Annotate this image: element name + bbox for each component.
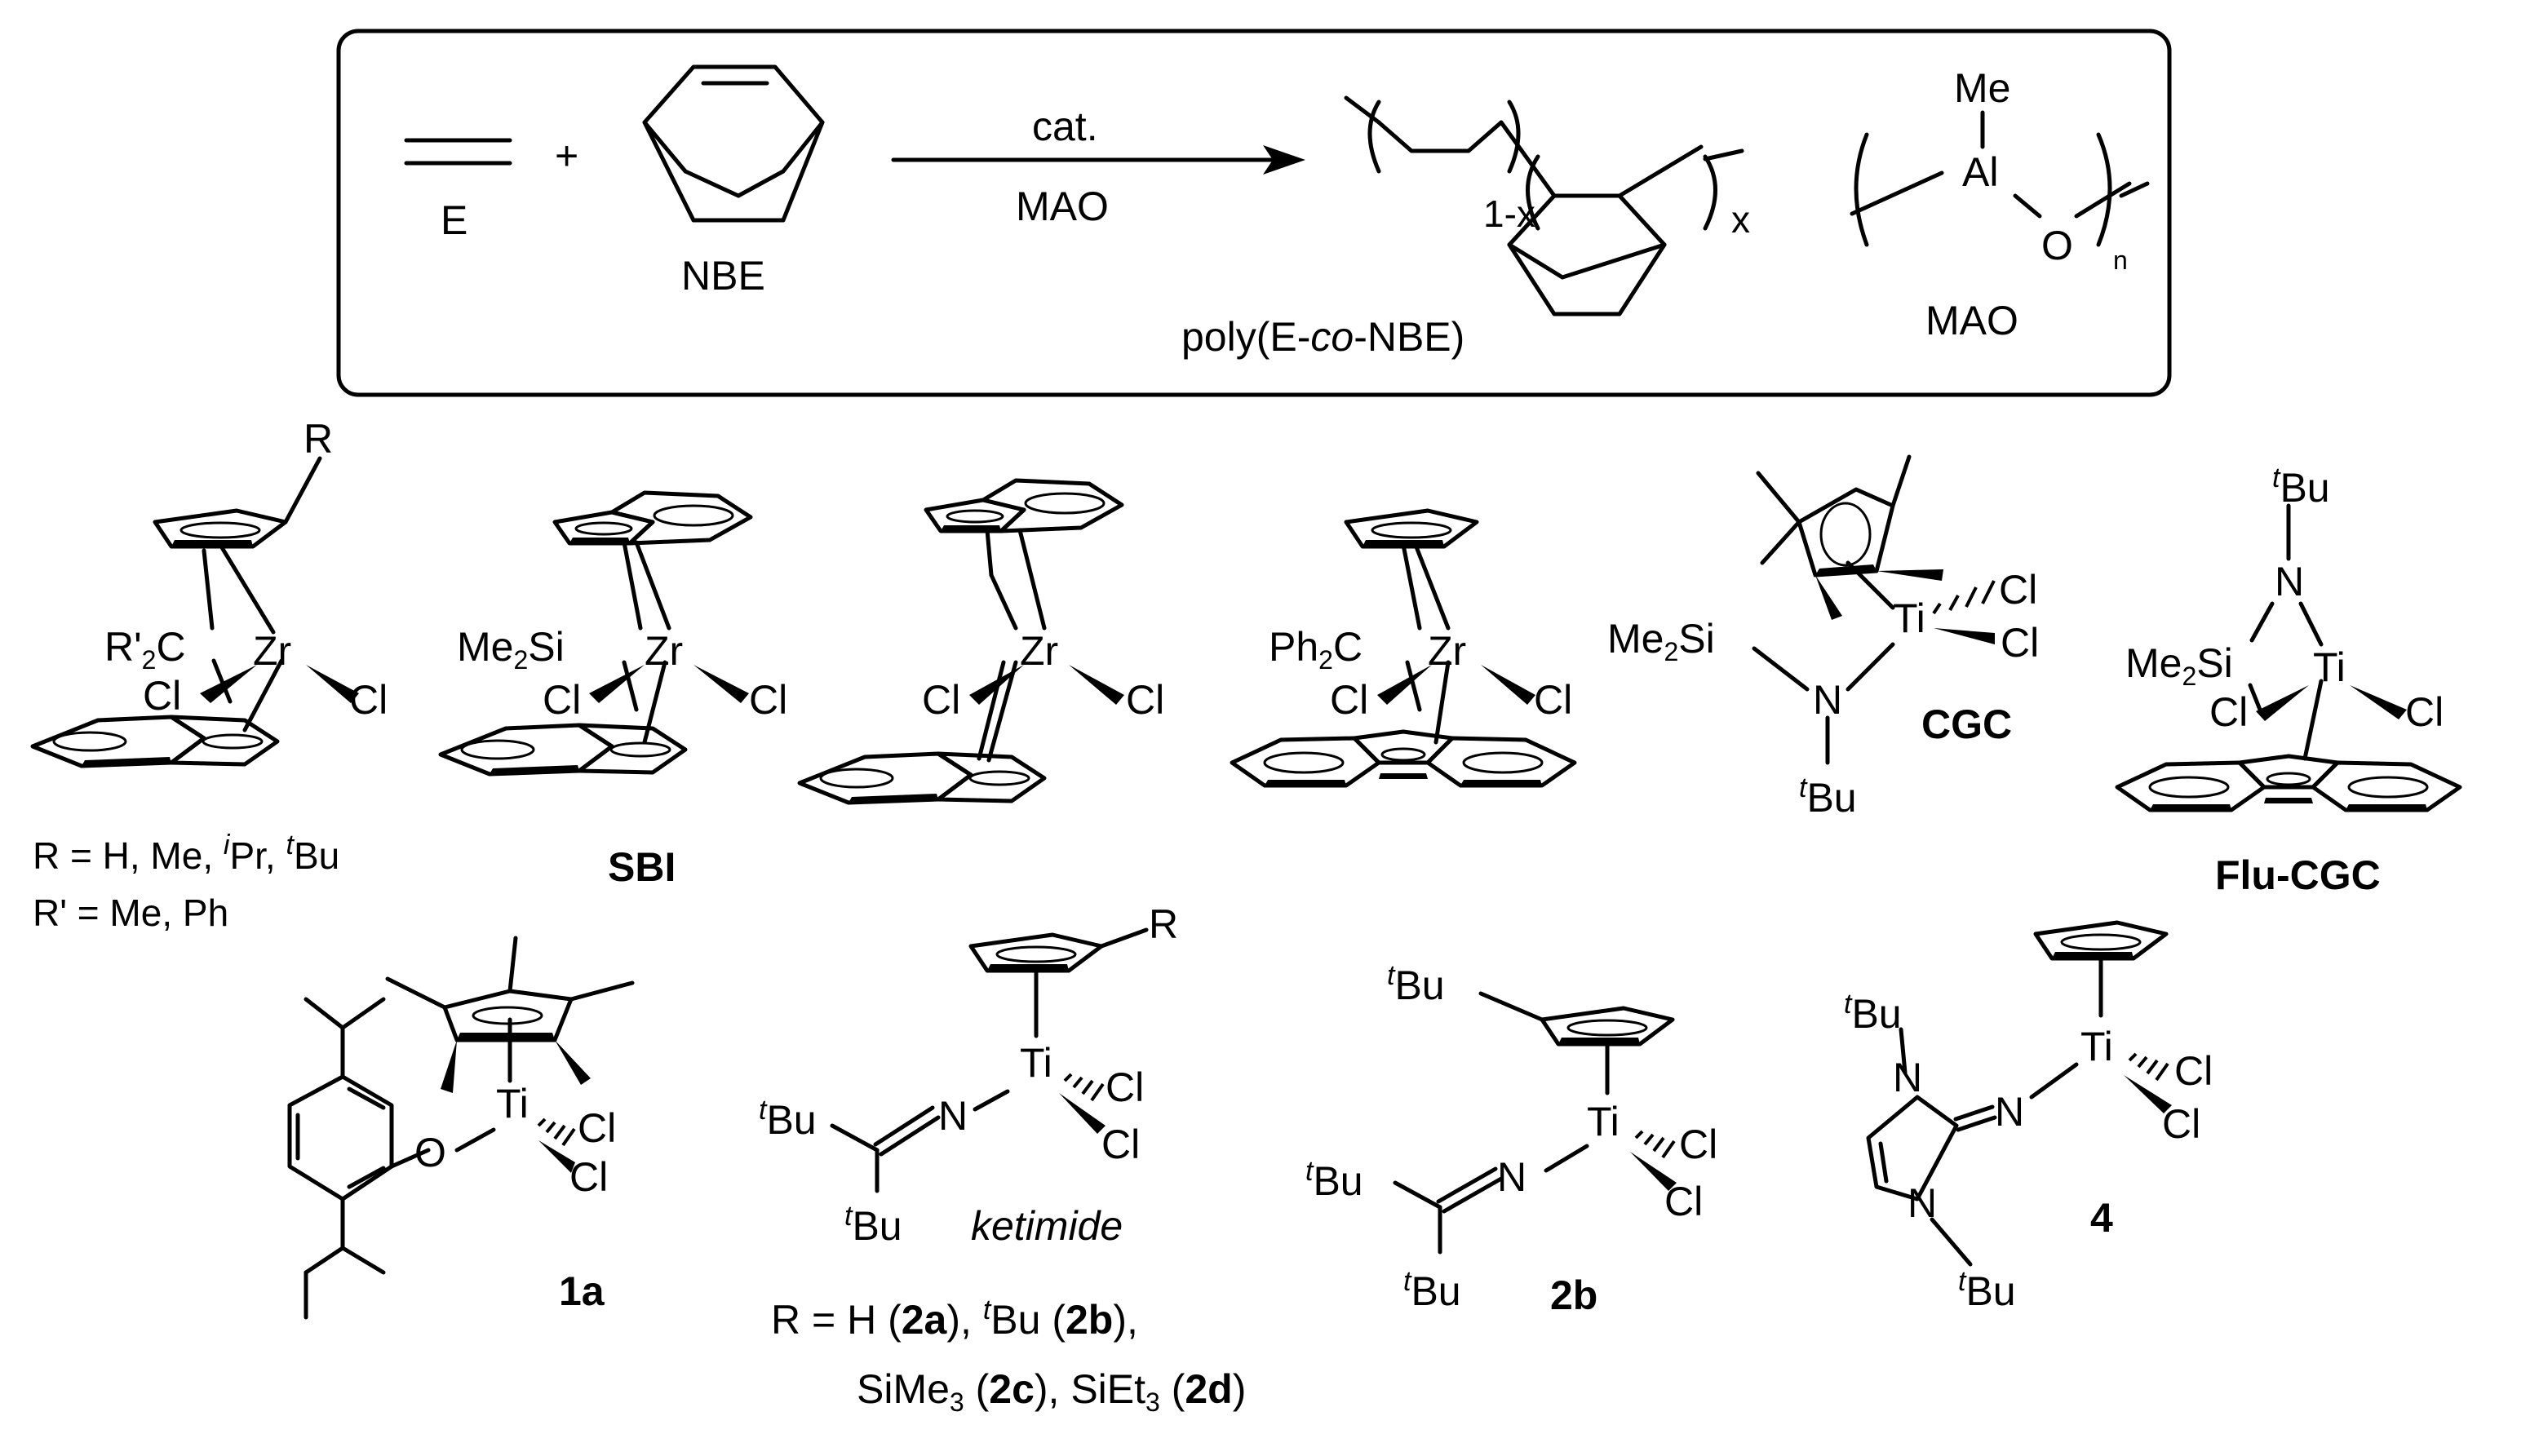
complex-2-ketimide: [830, 927, 1149, 1193]
complex-ebi-zr-label: Zr: [1020, 628, 1058, 674]
complex-flu-cgc-cl1-label: Cl: [2209, 689, 2248, 735]
complex-flu-cgc-n-label: N: [2275, 559, 2304, 604]
complex-ebi-cl2-label: Cl: [1126, 677, 1164, 723]
complex-r2c-r-definition-1: R = H, Me, iPr, tBu: [33, 830, 339, 877]
complex-ph2c-bridge-label: Ph2C: [1269, 624, 1363, 675]
complex-r2c-zr: [33, 456, 359, 766]
mao-o-label: O: [2041, 223, 2073, 268]
complex-r2c-zr-label: Zr: [253, 628, 291, 674]
complex-r2c-cl2-label: Cl: [349, 677, 388, 723]
complex-r2c-r-label: R: [304, 416, 333, 462]
complex-4-n2-label: N: [1908, 1180, 1937, 1226]
complex-2b-n-label: N: [1497, 1154, 1527, 1200]
complex-flu-cgc-si-label: Me2Si: [2125, 640, 2233, 691]
complex-ph2c-zr: [1232, 511, 1575, 786]
complex-2-cl1-label: Cl: [1106, 1064, 1144, 1110]
complex-2-r-definition-1: R = H (2a), tBu (2b),: [771, 1294, 1138, 1343]
subscript-1-minus-x: 1-x: [1483, 193, 1535, 235]
monomer-e-label: E: [441, 197, 467, 243]
complex-sbi-label: SBI: [608, 844, 676, 890]
complex-2b: [1393, 991, 1677, 1255]
cocatalyst-label: MAO: [1016, 184, 1109, 229]
complex-2b-tbu1-label: tBu: [1305, 1156, 1363, 1204]
complex-2b-ti-label: Ti: [1587, 1099, 1620, 1144]
complex-sbi-zr-label: Zr: [645, 628, 683, 674]
complex-cgc-cl1-label: Cl: [1999, 567, 2037, 613]
complex-r2c-bridge-label: R'2C: [104, 624, 186, 675]
plus-sign: +: [555, 133, 578, 179]
complex-ph2c-zr-label: Zr: [1428, 628, 1466, 674]
complex-ebi: [800, 480, 1124, 803]
complex-2b-label: 2b: [1550, 1272, 1597, 1318]
complex-sbi: [441, 493, 751, 774]
mao-me-label: Me: [1954, 65, 2010, 111]
complex-cgc-ti-label: Ti: [1893, 595, 1925, 641]
complex-r2c-r-definition-2: R' = Me, Ph: [33, 892, 228, 934]
complex-4-label: 4: [2090, 1195, 2113, 1241]
complex-cgc-tbu-label: tBu: [1799, 772, 1857, 821]
complex-2-r-label: R: [1149, 901, 1178, 947]
mao-structure: [1850, 110, 2150, 247]
copolymer-structure: [1344, 95, 1744, 316]
complex-ph2c-cl1-label: Cl: [1330, 677, 1368, 723]
complex-2-tbu2-label: tBu: [844, 1201, 902, 1249]
complex-4-cl1-label: Cl: [2174, 1048, 2213, 1094]
complex-r2c-cl1-label: Cl: [143, 673, 181, 719]
complex-4-n-imino-label: N: [1995, 1089, 2024, 1135]
complex-1a-label: 1a: [559, 1268, 605, 1314]
complex-2b-tbu-cp-label: tBu: [1387, 960, 1445, 1008]
complex-flu-cgc-label: Flu-CGC: [2215, 852, 2381, 898]
subscript-x: x: [1731, 198, 1750, 241]
complex-flu-cgc-cl2-label: Cl: [2405, 689, 2444, 735]
complex-4-tbu1-label: tBu: [1844, 989, 1902, 1037]
complex-cgc-label: CGC: [1921, 701, 2012, 747]
complex-2b-cl2-label: Cl: [1664, 1179, 1703, 1224]
complex-1a-o-label: O: [414, 1130, 446, 1175]
complex-sbi-si-label: Me2Si: [457, 624, 565, 675]
norbornene-structure: [642, 64, 825, 223]
complex-cgc: [1752, 454, 1996, 765]
ethylene-structure: [404, 138, 512, 166]
complex-2b-tbu2-label: tBu: [1403, 1266, 1461, 1314]
monomer-nbe-label: NBE: [681, 253, 765, 299]
complex-cgc-cl2-label: Cl: [2001, 620, 2039, 666]
reaction-arrow: [891, 145, 1305, 175]
complex-sbi-cl1-label: Cl: [543, 677, 581, 723]
complex-ph2c-cl2-label: Cl: [1534, 677, 1572, 723]
complex-2-ketimide-label: ketimide: [971, 1203, 1123, 1249]
complex-2-ti-label: Ti: [1020, 1040, 1052, 1086]
complex-4-ti-label: Ti: [2080, 1024, 2113, 1069]
complex-4: [1866, 923, 2172, 1267]
complex-1a-ti-label: Ti: [496, 1081, 529, 1126]
catalyst-label: cat.: [1032, 104, 1098, 149]
mao-al-label: Al: [1962, 149, 1998, 195]
reaction-box: [336, 29, 2172, 397]
complex-2-n-label: N: [938, 1093, 968, 1139]
product-label: poly(E-co-NBE): [1181, 314, 1464, 360]
complex-flu-cgc: [2117, 503, 2460, 810]
complex-4-n1-label: N: [1893, 1055, 1922, 1100]
complex-sbi-cl2-label: Cl: [749, 677, 787, 723]
mao-n-subscript: n: [2113, 246, 2128, 275]
complex-cgc-si-label: Me2Si: [1607, 616, 1715, 666]
complex-flu-cgc-ti-label: Ti: [2313, 644, 2346, 690]
complex-2-r-definition-2: SiMe3 (2c), SiEt3 (2d): [857, 1366, 1246, 1417]
complex-4-tbu2-label: tBu: [1958, 1266, 2016, 1314]
complex-ebi-cl1-label: Cl: [922, 677, 960, 723]
complex-1a-cl2-label: Cl: [569, 1154, 608, 1200]
mao-label: MAO: [1925, 298, 2018, 343]
complex-2-tbu1-label: tBu: [759, 1095, 817, 1143]
complex-flu-cgc-tbu-label: tBu: [2272, 462, 2330, 511]
complex-1a-cl1-label: Cl: [578, 1105, 616, 1151]
complex-4-cl2-label: Cl: [2162, 1101, 2200, 1147]
complex-2-cl2-label: Cl: [1101, 1122, 1140, 1167]
complex-cgc-n-label: N: [1813, 677, 1842, 723]
complex-2b-cl1-label: Cl: [1679, 1122, 1717, 1167]
complex-1a: [287, 936, 635, 1320]
